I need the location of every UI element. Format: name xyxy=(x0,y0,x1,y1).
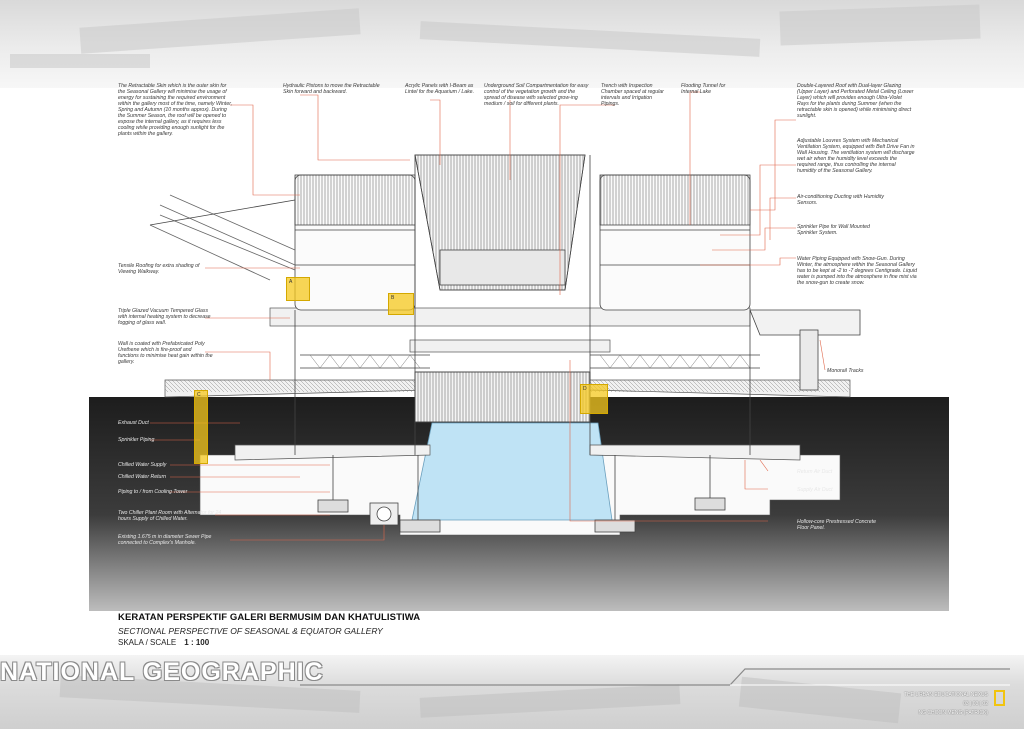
lake xyxy=(411,422,613,521)
note-snow-gun: Water Piping Equipped with Snow-Gun. Dur… xyxy=(797,256,917,286)
note-acrylic-panels: Acrylic Panels with I-Beam as Lintel for… xyxy=(405,83,475,95)
note-return-air: Return Air Duct xyxy=(797,469,833,475)
header-photo-band xyxy=(0,0,1024,88)
note-supply-air: Supply Air Duct xyxy=(797,487,833,493)
scale-label: SKALA / SCALE xyxy=(118,638,177,647)
yellow-frame-logo-icon xyxy=(994,690,1005,706)
credit-sheet-number: 03 | 03 | 02 xyxy=(963,701,988,707)
note-monorail: Monorail Tracks xyxy=(827,368,864,374)
note-ducting: Air-conditioning Ducting with Humidity S… xyxy=(797,194,884,206)
note-chiller-plant: Two Chiller Plant Room with Alternator f… xyxy=(118,510,222,522)
note-flooding-tunnel: Flooding Tunnel for Internal Lake xyxy=(681,83,726,95)
marker-c: C xyxy=(194,390,208,464)
credit-author: NG CHOON MENG (PATRICK) xyxy=(918,710,988,716)
note-cooling-tower: Piping to / from Cooling Tower xyxy=(118,489,188,495)
drawing-subtitle: SECTIONAL PERSPECTIVE OF SEASONAL & EQUA… xyxy=(118,626,383,636)
credit-project: THE URBAN EDUCATIONAL NEXUS xyxy=(904,692,988,698)
note-exhaust-duct: Exhaust Duct xyxy=(118,420,149,426)
note-trench: Trench with Inspection Chamber spaced at… xyxy=(601,83,664,107)
footer-photo-band xyxy=(0,655,1024,729)
marker-a: A xyxy=(286,277,310,301)
drawing-scale: SKALA / SCALE 1 : 100 xyxy=(118,638,209,647)
drawing-title: KERATAN PERSPEKTIF GALERI BERMUSIM DAN K… xyxy=(118,612,421,623)
note-sprinkler-pipe: Sprinkler Pipe for Wall Mounted Sprinkle… xyxy=(797,224,870,236)
note-retractable-skin: The Retractable Skin which is the outer … xyxy=(118,83,233,137)
brand-wordmark: NATIONAL GEOGRAPHIC xyxy=(0,658,324,686)
note-sewer-pipe: Existing 1.675 m in diameter Sewer Pipe … xyxy=(118,534,212,546)
note-hollow-core: Hollow-core Prestressed Concrete Floor P… xyxy=(797,519,876,531)
footer-rule xyxy=(300,668,1010,686)
note-glazed-glass: Triple Glazed Vacuum Tempered Glass with… xyxy=(118,308,211,326)
note-soil-compartment: Underground Soil Compartmentation for ea… xyxy=(484,83,589,107)
tensile-roof xyxy=(149,194,296,281)
floor-slab-left-lower xyxy=(234,444,431,461)
walkway-deck xyxy=(409,339,611,353)
note-chilled-return: Chilled Water Return xyxy=(118,474,167,480)
marker-d: D xyxy=(580,384,608,414)
note-louvres: Adjustable Louvres System with Mechanica… xyxy=(797,138,915,174)
note-double-roof: Double-Layered Roof with Dual-layer Glaz… xyxy=(797,83,914,119)
note-tensile-roofing: Tensile Roofing for extra shading of Vie… xyxy=(118,263,200,275)
note-polyurethene: Wall is coated with Prefabricated Poly U… xyxy=(118,341,213,365)
note-chilled-supply: Chilled Water Supply xyxy=(118,462,167,468)
leader-lines xyxy=(150,91,826,541)
scale-value: 1 : 100 xyxy=(184,638,210,647)
note-sprinkler-piping: Sprinkler Piping xyxy=(118,437,155,443)
mid-deck xyxy=(269,307,751,327)
marker-b: B xyxy=(388,293,414,315)
note-hydraulic-pistons: Hydraulic Pistons to move the Retractabl… xyxy=(283,83,380,95)
